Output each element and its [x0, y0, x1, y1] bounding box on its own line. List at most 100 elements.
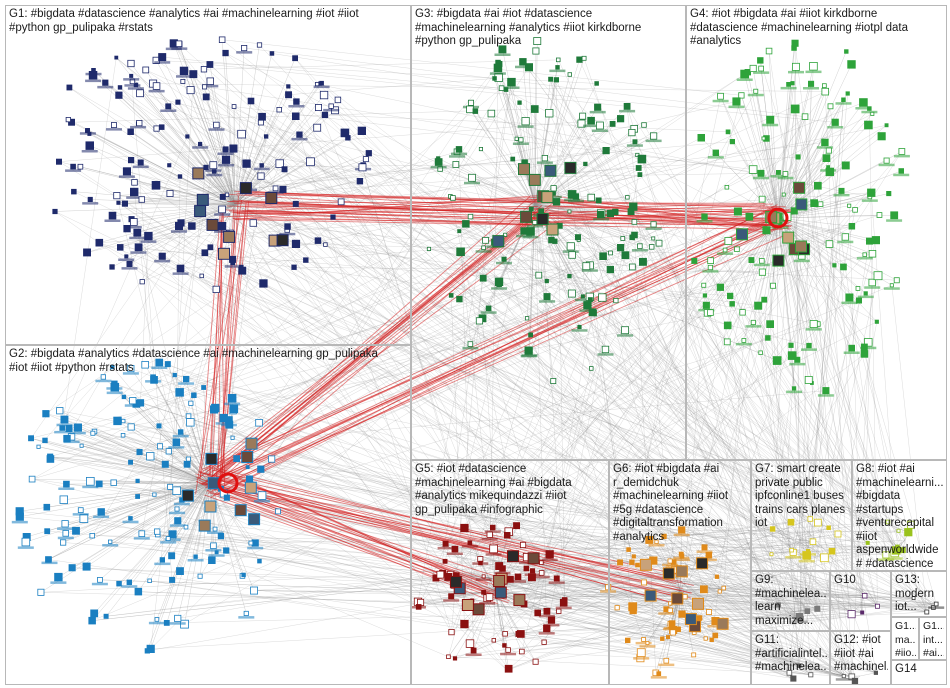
vertex-node: [168, 552, 176, 560]
avatar-node: [518, 163, 530, 176]
vertex-label-mark: [451, 152, 467, 156]
vertex-node: [293, 98, 300, 105]
intra-edge: [59, 410, 211, 484]
vertex-label-mark: [91, 582, 108, 586]
intra-edge: [62, 427, 211, 484]
vertex-label-mark: [843, 351, 860, 354]
inter-edge: [508, 531, 914, 599]
vertex-node: [174, 506, 180, 512]
vertex-label-mark: [515, 65, 531, 69]
vertex-node: [748, 165, 758, 174]
vertex-node: [172, 438, 181, 446]
vertex-label-mark: [462, 346, 479, 350]
vertex-node: [606, 265, 614, 274]
inter-edge: [531, 194, 784, 578]
inter-edge: [769, 324, 800, 666]
vertex-node: [242, 159, 251, 168]
vertex-node: [151, 180, 161, 190]
vertex-node: [167, 483, 174, 490]
vertex-node: [757, 169, 765, 177]
vertex-label-mark: [154, 562, 171, 566]
inter-edge: [489, 534, 811, 676]
vertex-node: [201, 385, 207, 390]
intra-edge: [46, 482, 211, 508]
inter-edge: [32, 478, 865, 596]
inter-edge: [624, 330, 844, 677]
intra-edge: [210, 81, 236, 206]
inter-edge: [140, 162, 852, 615]
intra-edge: [177, 101, 236, 206]
vertex-node: [838, 187, 845, 194]
vertex-node: [507, 77, 516, 87]
vertex-label-mark: [130, 125, 147, 129]
vertex-node: [562, 597, 568, 603]
intra-edge: [727, 217, 779, 342]
vertex-node: [450, 195, 456, 201]
vertex-node: [567, 273, 572, 279]
inter-edge: [751, 260, 801, 620]
vertex-node: [898, 168, 905, 174]
intra-edge: [679, 547, 705, 591]
inter-edge: [810, 99, 844, 520]
vertex-node: [245, 465, 250, 470]
vertex-node: [530, 568, 536, 574]
vertex-node: [319, 90, 329, 100]
vertex-node: [217, 533, 224, 540]
vertex-node: [804, 375, 813, 384]
vertex-node: [613, 297, 619, 304]
vertex-label-mark: [480, 311, 497, 314]
vertex-node: [155, 358, 164, 367]
intra-edge: [234, 167, 363, 206]
intra-edge: [30, 438, 211, 484]
inter-edge: [789, 275, 879, 673]
vertex-node: [82, 562, 91, 571]
vertex-label-mark: [645, 227, 662, 230]
vertex-node: [127, 156, 135, 164]
vertex-node: [177, 174, 183, 179]
vertex-node: [617, 559, 623, 566]
inter-edge: [694, 260, 897, 551]
vertex-node: [631, 219, 638, 225]
vertex-node: [782, 171, 789, 177]
vertex-node: [212, 285, 220, 294]
inter-edge: [141, 165, 214, 534]
vertex-label-mark: [855, 107, 872, 110]
vertex-label-mark: [817, 394, 834, 397]
vertex-node: [589, 366, 594, 371]
vertex-node: [637, 154, 647, 164]
vertex-node: [553, 77, 560, 83]
vertex-node: [108, 211, 117, 220]
intra-edge: [771, 539, 801, 555]
vertex-node: [219, 413, 228, 423]
vertex-node: [88, 71, 98, 80]
vertex-node: [467, 341, 474, 347]
inter-edge: [526, 556, 863, 613]
intra-edge: [50, 458, 211, 484]
vertex-node: [135, 494, 141, 499]
inter-edge: [471, 173, 761, 179]
inter-edge: [794, 108, 895, 554]
intra-edge: [777, 215, 895, 219]
vertex-node: [257, 172, 265, 180]
group-panel-g6: G6: #iot #bigdata #ai r_demidchuk #machi…: [609, 460, 751, 685]
vertex-node: [855, 286, 861, 291]
vertex-node: [485, 305, 492, 312]
intra-edge: [741, 95, 779, 219]
inter-edge: [634, 221, 934, 608]
vertex-node: [358, 163, 367, 172]
intra-edge: [777, 217, 793, 356]
vertex-label-mark: [597, 353, 614, 356]
inter-edge: [445, 150, 829, 544]
inter-edge: [634, 234, 878, 607]
avatar-node: [639, 558, 652, 571]
inter-edge: [752, 169, 895, 554]
inter-edge: [173, 43, 548, 612]
vertex-node: [237, 129, 246, 139]
inter-edge: [220, 535, 517, 604]
vertex-node: [90, 609, 99, 618]
vertex-node: [211, 403, 220, 413]
vertex-label-mark: [805, 328, 822, 331]
vertex-node: [807, 516, 813, 522]
inter-edge: [587, 305, 904, 551]
inter-edge: [619, 95, 742, 563]
